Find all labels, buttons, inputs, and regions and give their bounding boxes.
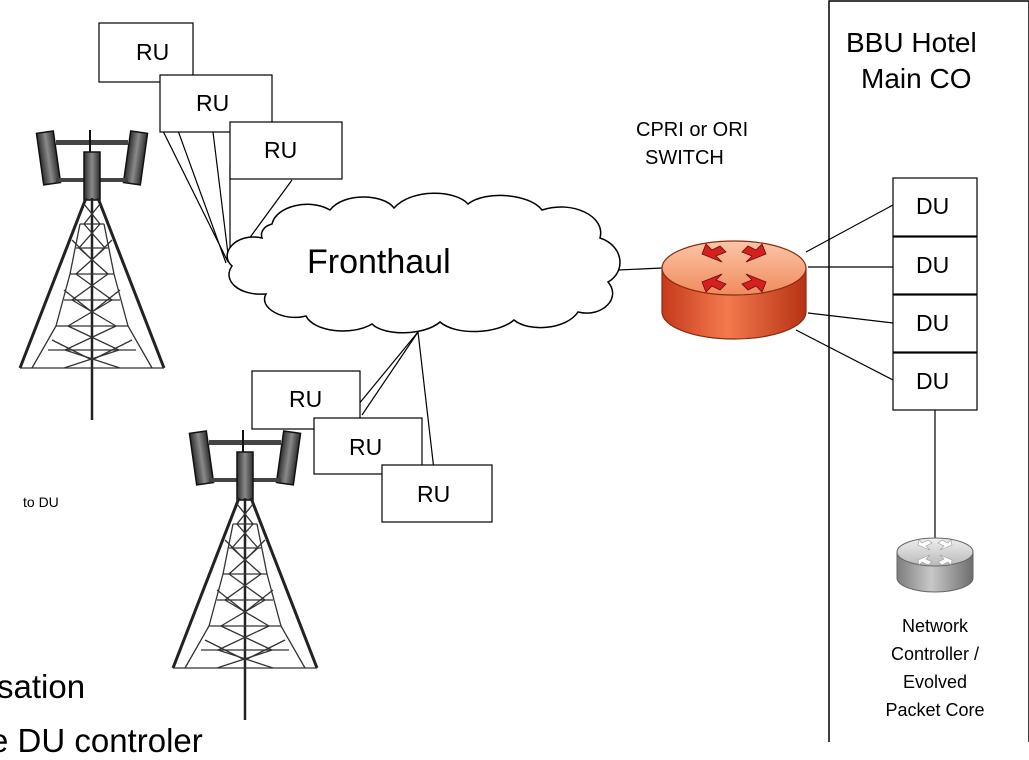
core-label-line1: Network: [901, 616, 968, 636]
ru-label: RU: [349, 434, 383, 460]
tower-icon: [171, 428, 319, 722]
fronthaul-cloud: [226, 192, 621, 334]
ru-label: RU: [136, 39, 170, 65]
ru-label: RU: [196, 90, 230, 116]
fronthaul-diagram: [18, 0, 1029, 742]
side-note: to DU: [23, 494, 59, 510]
hotel-label-line2: Main CO: [861, 63, 972, 94]
fronthaul-label: Fronthaul: [307, 243, 451, 281]
ru-box: [229, 121, 343, 180]
core-label: Network Controller / Evolved Packet Core: [870, 612, 1000, 724]
ru-box: [381, 464, 493, 523]
connector-lines: [155, 69, 936, 540]
du-label: DU: [916, 310, 950, 336]
ru-label: RU: [264, 137, 298, 163]
du-label: DU: [916, 368, 950, 394]
core-label-line3: Evolved: [902, 672, 968, 692]
du-label: DU: [916, 252, 950, 278]
ru-label: RU: [289, 386, 323, 412]
tower-icon: [18, 128, 166, 422]
bottom-text-1: sation: [0, 668, 86, 705]
ru-box: [98, 22, 194, 83]
du-box: [892, 352, 978, 411]
switch-label-line2: SWITCH: [645, 147, 724, 169]
du-label: DU: [916, 193, 950, 219]
core-label-line2: Controller /: [890, 644, 980, 664]
ru-label: RU: [417, 481, 451, 507]
du-box: [892, 294, 978, 353]
network-controller-icon: [896, 537, 974, 593]
core-label-line4: Packet Core: [885, 700, 985, 720]
bottom-text-2: e DU controler: [0, 722, 203, 759]
hotel-label-line1: BBU Hotel: [846, 27, 977, 58]
switch-label-line1: CPRI or ORI: [636, 119, 749, 141]
cpri-switch-icon: [661, 240, 807, 340]
du-box: [892, 177, 978, 237]
du-box: [892, 236, 978, 295]
